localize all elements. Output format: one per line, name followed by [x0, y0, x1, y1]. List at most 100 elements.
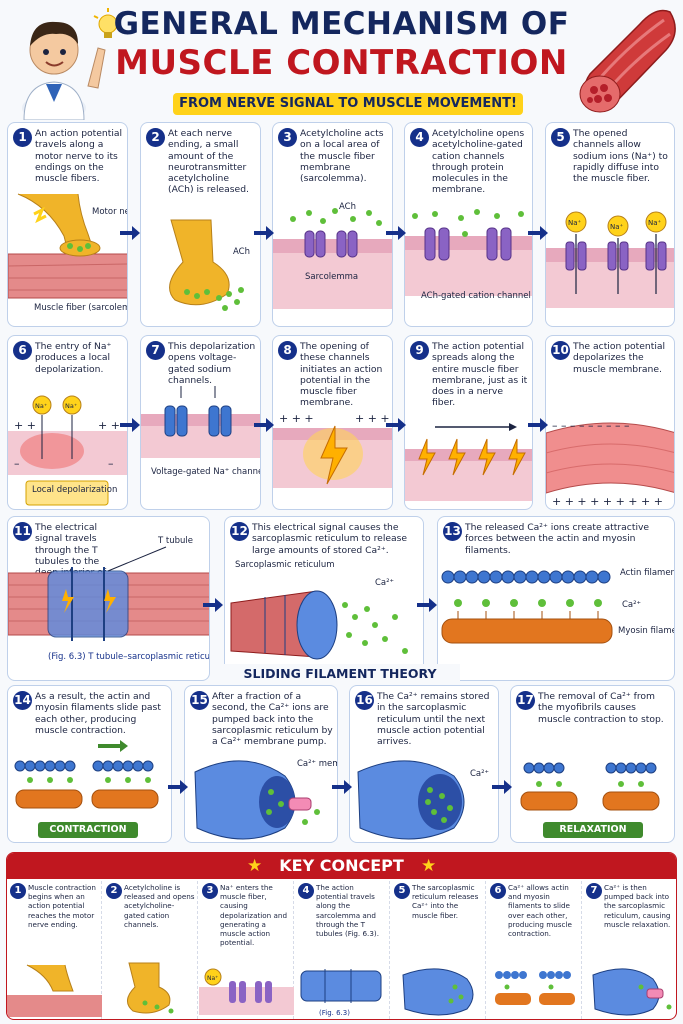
arrow-right-icon — [203, 598, 223, 612]
step-text: This depolarization opens voltage-gated … — [168, 341, 256, 386]
key-concept-header — [7, 853, 676, 879]
svg-text:+ +: + + — [98, 419, 120, 432]
ach-release-icon — [127, 962, 174, 1014]
step-number: 17 — [516, 691, 535, 710]
label-ach-gated-channel: ACh-gated cation channel (open) — [421, 291, 532, 301]
step-text: The released Ca²⁺ ions create attractive… — [465, 522, 650, 556]
label-na: Na⁺ — [65, 402, 77, 410]
step-number: 3 — [278, 128, 297, 147]
step-card-13: 13 The released Ca²⁺ ions create attract… — [437, 516, 675, 681]
step-number: 2 — [146, 128, 165, 147]
sarcoplasmic-reticulum-release-illustration: Sarcoplasmic reticulum Ca²⁺ — [230, 560, 408, 660]
key-item-3: 3 Na⁺ enters the muscle fiber, causing d… — [199, 881, 294, 1019]
ach-release-illustration: ACh — [169, 219, 250, 311]
subtitle-banner: FROM NERVE SIGNAL TO MUSCLE MOVEMENT! — [173, 93, 523, 115]
svg-text:+ + +: + + + — [355, 412, 390, 425]
key-item-7: 7 Ca²⁺ is then pumped back into the sarc… — [583, 881, 676, 1019]
step-number: 1 — [13, 128, 32, 147]
key-item-text: Ca²⁺ is then pumped back into the sarcop… — [604, 883, 671, 929]
key-item-number: 5 — [394, 883, 410, 899]
arrow-right-icon — [417, 598, 437, 612]
arrow-right-icon — [120, 226, 140, 240]
title-line-2: MUSCLE CONTRACTION — [115, 43, 568, 83]
step-number: 8 — [278, 341, 297, 360]
t-tubule-icon: (Fig. 6.3) — [300, 969, 382, 1017]
actin-myosin-calcium-illustration: Actin filament Ca²⁺ Myosin filament — [441, 568, 674, 644]
title-line-1: GENERAL MECHANISM OF — [113, 6, 570, 42]
voltage-gated-channel-illustration: Voltage-gated Na⁺ channel (opens) — [141, 386, 260, 477]
key-item-text: Acetylcholine is released and opens acet… — [124, 883, 195, 929]
step-card-10: 10 The action potential depolarizes the … — [545, 335, 675, 510]
sodium-influx-illustration: Na⁺ Na⁺ Na⁺ — [546, 211, 674, 308]
key-item-text: Muscle contraction begins when an action… — [28, 883, 96, 929]
key-item-5: 5 The sarcoplasmic reticulum releases Ca… — [391, 881, 486, 1019]
label-motor-nerve: Motor nerve — [92, 207, 127, 217]
label-ach: ACh — [339, 202, 356, 212]
step-number: 11 — [13, 522, 32, 541]
step-card-1: 1 An action potential travels along a mo… — [7, 122, 128, 327]
label-na: Na⁺ — [648, 219, 662, 227]
label-sarcoplasmic-reticulum: Sarcoplasmic reticulum — [235, 560, 335, 570]
label-membrane-pump: Ca²⁺ membrane pump — [297, 759, 337, 769]
step-text: After a fraction of a second, the Ca²⁺ i… — [212, 691, 333, 748]
step-text: At each nerve ending, a small amount of … — [168, 128, 249, 196]
arrow-right-icon — [254, 226, 274, 240]
motor-nerve-illustration: Motor nerve Muscle fiber (sarcolemma) — [8, 193, 127, 313]
doctor-mascot-icon — [22, 8, 123, 120]
arrow-right-icon — [528, 226, 548, 240]
svg-text:–: – — [108, 457, 114, 470]
action-potential-spread-illustration — [405, 423, 532, 501]
label-ca: Ca²⁺ — [470, 769, 489, 779]
step-card-3: 3 Acetylcholine acts on a local area of … — [272, 122, 393, 327]
key-item-text: Na⁺ enters the muscle fiber, causing dep… — [220, 883, 288, 948]
key-item-text: The action potential travels along the s… — [316, 883, 380, 939]
label-fig-6-3: (Fig. 6.3) — [319, 1009, 350, 1017]
step-card-14: 14 As a result, the actin and myosin fil… — [7, 685, 172, 843]
svg-text:+ + + + + + + + +: + + + + + + + + + — [552, 495, 663, 508]
step-card-15: 15 After a fraction of a second, the Ca²… — [184, 685, 338, 843]
key-item-text: Ca²⁺ allows actin and myosin filaments t… — [508, 883, 572, 939]
calcium-storage-illustration: Ca²⁺ — [357, 760, 489, 840]
key-item-text: The sarcoplasmic reticulum releases Ca²⁺… — [412, 883, 479, 920]
key-item-number: 2 — [106, 883, 122, 899]
step-number: 16 — [355, 691, 374, 710]
arrow-right-icon — [120, 418, 140, 432]
step-card-8: 8 The opening of these channels initiate… — [272, 335, 393, 510]
section-banner: SLIDING FILAMENT THEORY — [220, 664, 460, 684]
action-potential-initiation-illustration: + + ++ + + — [273, 412, 392, 488]
step-card-11: 11 The electrical signal travels through… — [7, 516, 210, 681]
sarcoplasmic-reticulum-icon — [402, 968, 474, 1016]
step-card-5: 5 The opened channels allow sodium ions … — [545, 122, 675, 327]
label-local-depolarization: Local depolarization — [32, 485, 117, 495]
step-number: 9 — [410, 341, 429, 360]
label-t-tubule: T tubule — [157, 536, 193, 546]
relaxation-illustration — [520, 762, 660, 811]
arrow-right-icon — [528, 418, 548, 432]
local-depolarization-illustration: Na⁺ Na⁺ + ++ +–– Local depolarization — [8, 395, 127, 506]
arrow-right-icon — [332, 780, 352, 794]
step-number: 7 — [146, 341, 165, 360]
step-text: The entry of Na⁺ produces a local depola… — [35, 341, 112, 375]
step-number: 13 — [443, 522, 462, 541]
key-item-number: 3 — [202, 883, 218, 899]
step-text: This electrical signal causes the sarcop… — [252, 522, 408, 556]
arrow-right-icon — [492, 780, 512, 794]
key-item-number: 6 — [490, 883, 506, 899]
step-text: Acetylcholine opens acetylcholine-gated … — [432, 128, 525, 196]
star-icon: ★ — [247, 856, 263, 876]
step-card-9: 9 The action potential spreads along the… — [404, 335, 533, 510]
step-card-17: 17 The removal of Ca²⁺ from the myofibri… — [510, 685, 675, 843]
step-text: As a result, the actin and myosin filame… — [35, 691, 161, 736]
step-card-4: 4 Acetylcholine opens acetylcholine-gate… — [404, 122, 533, 327]
step-text: Acetylcholine acts on a local area of th… — [300, 128, 384, 185]
arrow-right-icon — [386, 418, 406, 432]
step-number: 5 — [551, 128, 570, 147]
label-voltage-gated-channel: Voltage-gated Na⁺ channel (opens) — [151, 467, 260, 477]
key-item-6: 6 Ca²⁺ allows actin and myosin filaments… — [487, 881, 582, 1019]
label-actin-filament: Actin filament — [620, 568, 674, 578]
muscle-icon — [579, 9, 676, 113]
step-number: 4 — [410, 128, 429, 147]
step-card-7: 7 This depolarization opens voltage-gate… — [140, 335, 261, 510]
label-na: Na⁺ — [35, 402, 47, 410]
step-card-6: 6 The entry of Na⁺ produces a local depo… — [7, 335, 128, 510]
